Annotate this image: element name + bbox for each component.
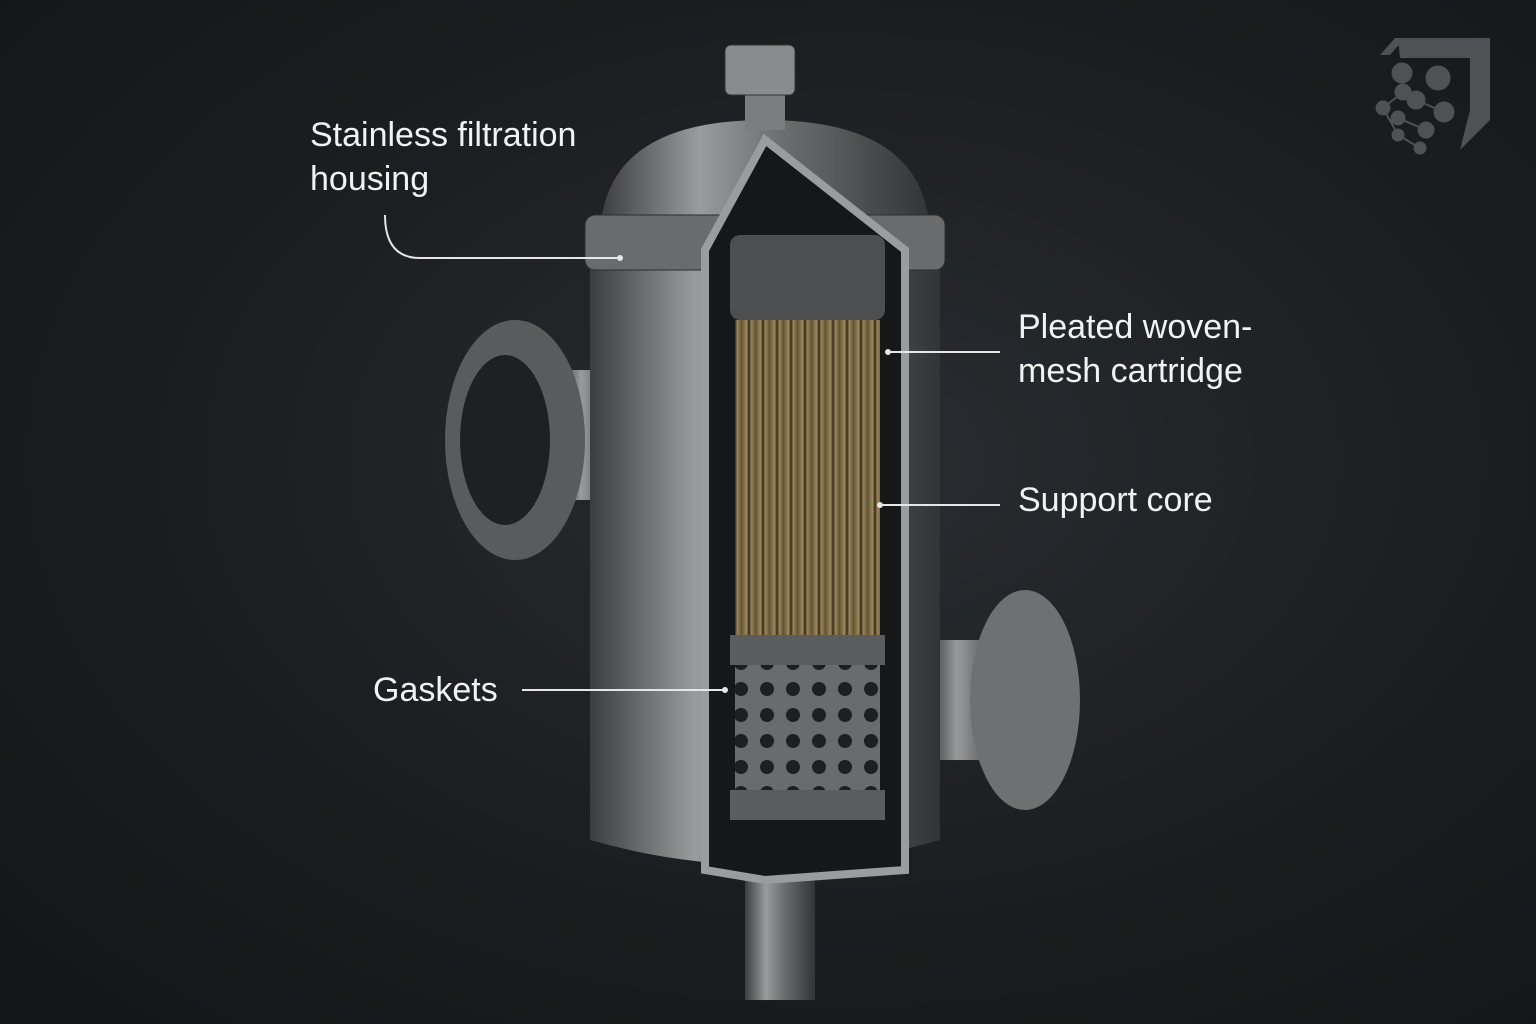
label-gaskets: Gaskets [373, 671, 498, 709]
gasket-ring [730, 635, 885, 665]
top-gasket [730, 235, 885, 320]
label-housing-line1: Stainless filtration [310, 116, 577, 154]
leader-endpoints [617, 255, 891, 693]
bottom-gasket [730, 790, 885, 820]
perforated-core [735, 665, 880, 795]
label-support-core: Support core [1018, 481, 1213, 519]
outlet-port [930, 590, 1080, 810]
label-housing: Stainless filtration housing [310, 113, 576, 201]
leader-lines [384, 214, 1000, 691]
label-housing-line2: housing [310, 160, 430, 198]
vent-nut [724, 44, 796, 130]
pleated-cartridge [735, 320, 880, 640]
label-cartridge-line1: Pleated woven- [1018, 308, 1253, 346]
label-cartridge: Pleated woven- mesh cartridge [1018, 305, 1252, 393]
leader-housing [384, 214, 620, 259]
g2edge-logo [1375, 38, 1490, 155]
label-cartridge-line2: mesh cartridge [1018, 352, 1243, 390]
